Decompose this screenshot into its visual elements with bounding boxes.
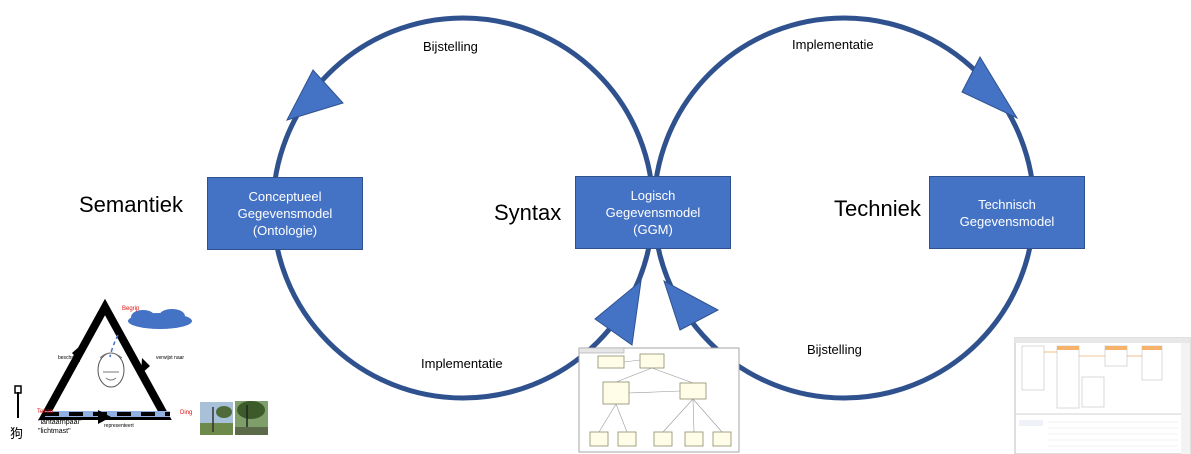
arrowhead-bijstelling-top bbox=[286, 69, 344, 121]
implementatie-bottom-label: Implementatie bbox=[421, 356, 503, 371]
conceptueel-gegevensmodel-box[interactable]: Conceptueel Gegevensmodel (Ontologie) bbox=[207, 177, 363, 250]
representeert-label: representeert bbox=[104, 423, 134, 429]
semiotic-triangle bbox=[38, 298, 192, 424]
syntax-label: Syntax bbox=[494, 200, 562, 225]
teken-label: Teken bbox=[37, 409, 54, 415]
arrowhead-implementatie-top bbox=[961, 55, 1019, 120]
word-lantaarnpaal: "lantaarnpaal" bbox=[38, 419, 82, 426]
verwijst-naar-label: verwijst naar bbox=[156, 355, 185, 361]
technical-model-thumbnail bbox=[1014, 337, 1191, 454]
lamppost-photo-1 bbox=[200, 402, 233, 435]
technisch-gegevensmodel-label: Technisch Gegevensmodel bbox=[959, 196, 1055, 229]
semantiek-label: Semantiek bbox=[79, 192, 183, 217]
implementatie-top-label: Implementatie bbox=[792, 37, 874, 52]
arrowhead-implementatie-bottom bbox=[594, 279, 642, 346]
lamppost-icon bbox=[14, 385, 22, 418]
word-lichtmast: "lichtmast" bbox=[38, 428, 71, 435]
logical-model-thumbnail bbox=[578, 347, 740, 453]
logisch-gegevensmodel-label: Logisch Gegevensmodel (GGM) bbox=[605, 188, 701, 237]
begrip-label: Begrip bbox=[122, 306, 140, 312]
technisch-gegevensmodel-box[interactable]: Technisch Gegevensmodel bbox=[929, 176, 1085, 249]
beschrijft-label: beschrijft bbox=[58, 355, 79, 361]
conceptueel-gegevensmodel-label: Conceptueel Gegevensmodel (Ontologie) bbox=[237, 189, 333, 238]
bijstelling-top-label: Bijstelling bbox=[423, 39, 478, 54]
logisch-gegevensmodel-box[interactable]: Logisch Gegevensmodel (GGM) bbox=[575, 176, 731, 249]
bijstelling-bottom-label: Bijstelling bbox=[807, 342, 862, 357]
lamppost-photo-2 bbox=[235, 401, 268, 435]
hanzi-character: 狗 bbox=[10, 426, 24, 441]
arrowhead-bijstelling-bottom bbox=[663, 279, 720, 331]
ding-label: Ding bbox=[180, 410, 193, 416]
techniek-label: Techniek bbox=[834, 196, 921, 221]
